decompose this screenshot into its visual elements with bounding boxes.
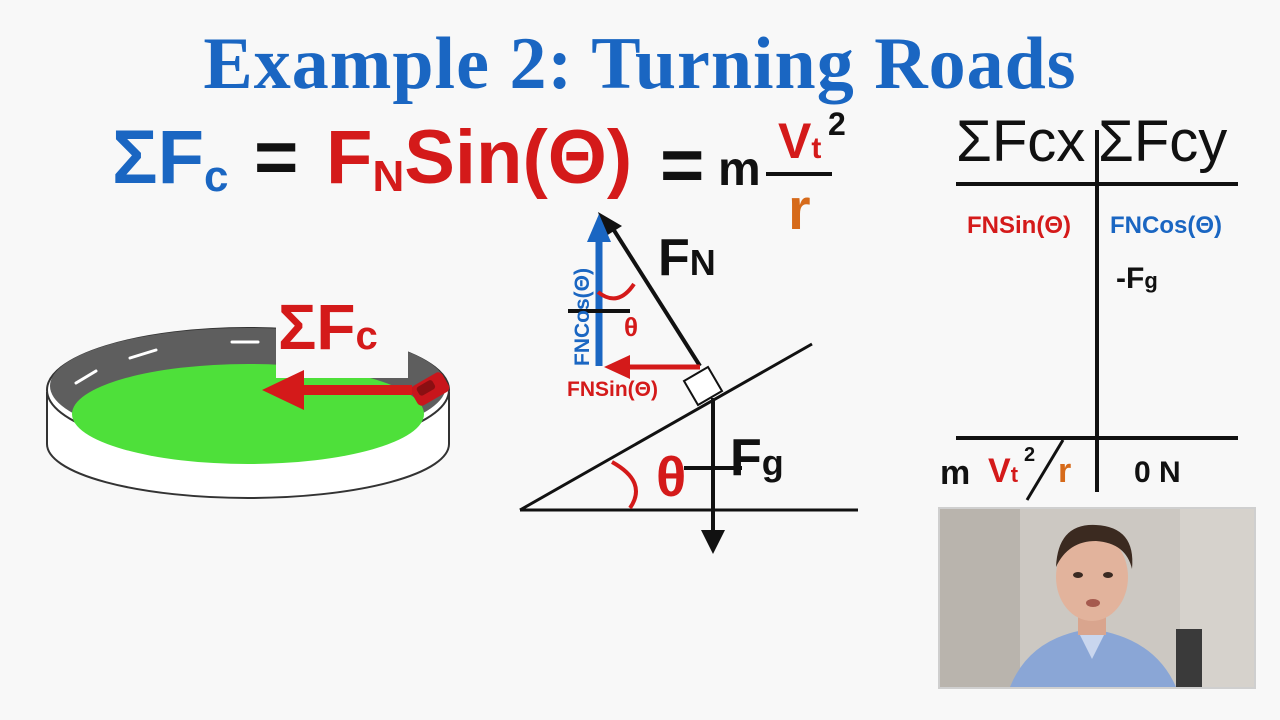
incline-block [682, 365, 724, 407]
incline-diagram [519, 212, 858, 554]
normal-force-label-text: F [658, 229, 690, 287]
road-force-label-sub: c [355, 314, 378, 358]
equation-sum-fc: ΣFc [112, 120, 229, 199]
red-car-icon [410, 372, 450, 406]
equation-fn-text: F [326, 115, 373, 200]
table-x-fnsin: FNSin(Θ) [967, 212, 1071, 239]
gravity-force-label: Fg [730, 428, 784, 488]
normal-force-label-sub: N [689, 242, 716, 283]
equation-r: r [788, 177, 811, 242]
slide-title: Example 2: Turning Roads [203, 23, 1077, 105]
fncos-component-label: FNCos(Θ) [571, 268, 594, 366]
equation-v-sup: 2 [828, 106, 846, 142]
normal-force-line [608, 222, 702, 368]
equation-sum-fc-sub: c [204, 152, 229, 201]
equation-m: m [718, 143, 761, 196]
equals-sign-1: = [254, 115, 299, 200]
table-header-sum-fcy: ΣFcy [1098, 109, 1228, 174]
incline-slope-line [519, 342, 813, 512]
table-y-neg-fg-text: -F [1116, 262, 1145, 295]
small-theta-label: θ [624, 312, 639, 342]
presenter-webcam [938, 507, 1256, 689]
presenter-illustration [940, 509, 1254, 687]
table-sum-x-v-text: V [988, 452, 1011, 490]
fncos-component-arrowhead [587, 214, 611, 242]
normal-force-label: FN [658, 228, 716, 288]
big-theta-arc [611, 460, 638, 510]
fnsin-component-label: FNSin(Θ) [567, 378, 658, 401]
table-sum-x-v-sup: 2 [1024, 444, 1036, 466]
circular-road [46, 296, 450, 499]
equation-v-sub: t [811, 132, 822, 165]
table-sum-y-zero: 0 N [1134, 456, 1181, 489]
table-sum-x-r: r [1058, 452, 1072, 490]
road-force-label-text: ΣF [278, 291, 356, 363]
table-sum-x-v-sub: t [1010, 462, 1019, 487]
equation-fn-sub: N [372, 152, 405, 201]
equation-sum-fc-text: ΣF [112, 115, 205, 200]
table-y-fncos: FNCos(Θ) [1110, 212, 1222, 239]
equation-v-text: V [778, 113, 812, 169]
fnsin-component-arrowhead [604, 355, 630, 379]
equation-sin-text: Sin(Θ) [404, 115, 633, 200]
table-y-neg-fg: -Fg [1116, 262, 1158, 296]
road-force-label: ΣFc [278, 290, 378, 364]
equation-vt: Vt [778, 112, 821, 170]
gravity-force-arrowhead [701, 530, 725, 554]
force-label-backdrop [276, 296, 408, 378]
equals-sign-2: = [660, 123, 705, 208]
force-table-lines [956, 130, 1238, 501]
small-theta-arc [596, 282, 636, 301]
gravity-force-label-text: F [730, 429, 762, 487]
equation-fn-sin: FNSin(Θ) [326, 120, 632, 199]
table-fraction-slash [1025, 439, 1065, 501]
centripetal-arrow-head [262, 370, 304, 410]
big-theta-label: θ [656, 445, 687, 508]
table-y-neg-fg-sub: g [1144, 268, 1158, 293]
table-sum-x-vt: Vt [988, 452, 1018, 491]
gravity-force-label-sub: g [761, 442, 784, 483]
table-header-sum-fcx: ΣFcx [956, 109, 1086, 174]
table-sum-x-m: m [940, 454, 971, 492]
fraction-bar [766, 172, 832, 176]
grass-infield [72, 364, 424, 464]
